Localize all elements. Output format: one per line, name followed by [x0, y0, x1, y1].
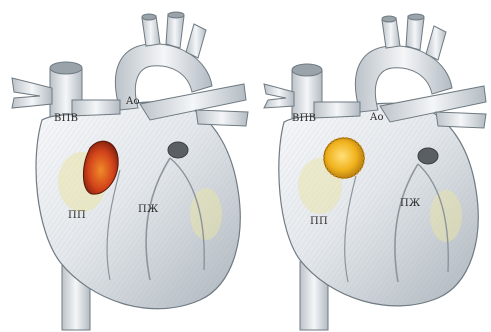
label-aorta: Ao — [125, 96, 140, 107]
arch-branch — [142, 16, 160, 46]
arch-branch — [166, 14, 184, 48]
arch-branch — [186, 24, 206, 58]
label-ra: ПП — [68, 210, 86, 221]
arch-branch — [382, 18, 400, 48]
label-svc: ВПВ — [54, 113, 78, 124]
pulmonary-vein-right — [436, 112, 486, 128]
pulmonary-trunk-left — [314, 102, 360, 118]
svc-opening — [292, 64, 322, 76]
pulmonary-trunk-left — [72, 100, 120, 116]
pulmonary-vein-left — [264, 84, 294, 108]
left-appendage — [418, 148, 438, 164]
arch-branch-opening — [382, 16, 396, 22]
pulmonary-vein-left — [12, 78, 52, 108]
label-svc: ВПВ — [292, 113, 316, 124]
left-heart: ВПВ Ao ПП ПЖ — [12, 12, 248, 330]
svc-opening — [50, 62, 82, 74]
arch-branch — [426, 26, 446, 60]
tint — [430, 190, 462, 242]
arch-branch — [406, 16, 424, 50]
pulmonary-vein-right — [196, 110, 248, 126]
right-heart: ВПВ Ao ПП ПЖ — [264, 14, 486, 330]
label-aorta: Ao — [369, 112, 384, 123]
arch-branch-opening — [142, 14, 156, 20]
label-ra: ПП — [310, 216, 328, 227]
arch-branch-opening — [408, 14, 424, 20]
label-rv: ПЖ — [400, 198, 421, 209]
left-appendage — [168, 142, 188, 158]
arch-branch-opening — [168, 12, 184, 18]
label-rv: ПЖ — [138, 204, 159, 215]
